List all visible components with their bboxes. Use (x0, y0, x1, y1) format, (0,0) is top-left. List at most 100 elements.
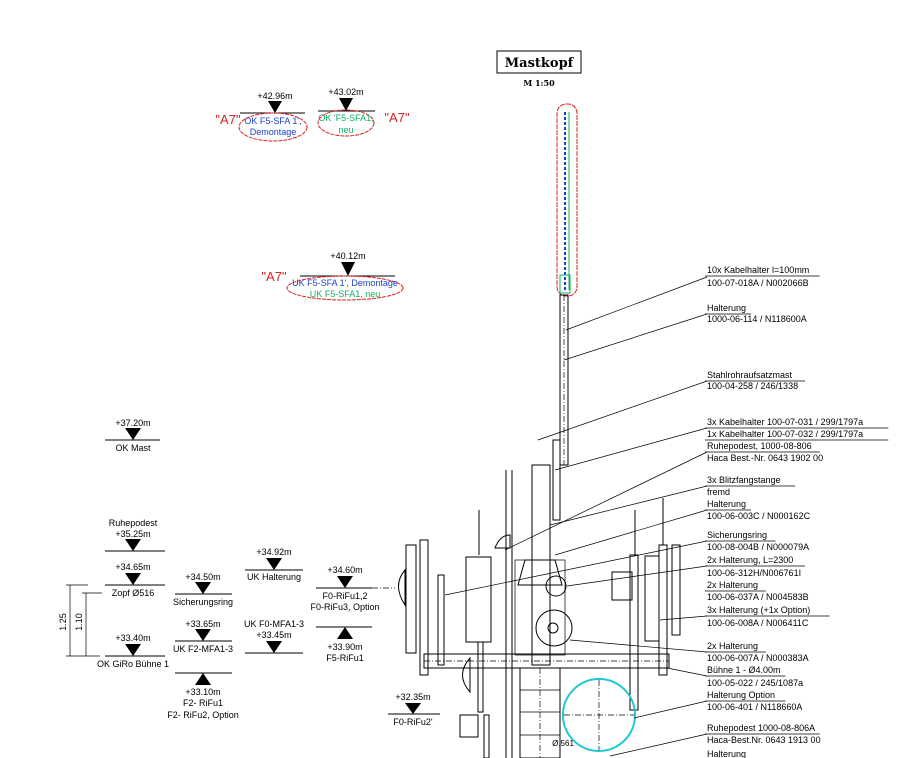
level-value: +33.65m (185, 619, 220, 629)
dimension-chain: 1.25 1.10 (58, 584, 102, 657)
level-value: +33.45m (256, 630, 291, 640)
level-marker-icon (266, 641, 282, 653)
callout-text: Halterung Option (707, 690, 775, 700)
level-ruhepodest: Ruhepodest +35.25m (105, 518, 165, 552)
level-label: F2- RiFu2, Option (167, 710, 239, 720)
dimension-inner: 1.10 (74, 613, 84, 631)
callout-text: 2x Halterung (707, 580, 758, 590)
level-value: +34.60m (327, 565, 362, 575)
level-label: F2- RiFu1 (183, 698, 223, 708)
level-f0-rifu: +34.60m F0-RiFu1,2 F0-RiFu3, Option (310, 565, 395, 612)
level-zopf: +34.65m Zopf Ø516 (105, 562, 165, 598)
callout-text: Stahlrohraufsatzmast (707, 370, 793, 380)
level-value: +35.25m (115, 529, 150, 539)
level-label: F5-RiFu1 (326, 653, 364, 663)
revision-tag: "A7" (215, 112, 241, 127)
revision-cloud (317, 109, 375, 137)
callout-text: 100-06-037A / N004583B (707, 592, 809, 602)
panel-antenna (465, 556, 492, 643)
mast-structure: Ø.561 (398, 103, 681, 758)
level-f0-rifu2: +32.35m F0-RiFu2' (388, 692, 440, 727)
level-label: F0-RiFu1,2 (322, 591, 367, 601)
title-frame (496, 50, 582, 74)
drawing-title: Mastkopf (505, 56, 575, 71)
level-label: UK F0-MFA1-3 (244, 619, 304, 629)
level-value: +34.92m (256, 547, 291, 557)
cloud-line: neu (338, 125, 353, 135)
callout-text: 3x Kabelhalter 100-07-031 / 299/1797a (707, 417, 863, 427)
level-label: Ruhepodest (109, 518, 158, 528)
level-uk-f0: UK F0-MFA1-3 +33.45m (244, 619, 304, 654)
level-marker-icon (125, 644, 141, 656)
drawing-scale: M 1:50 (523, 78, 555, 88)
level-label: F0-RiFu3, Option (310, 602, 379, 612)
callout-text: Haca-Best.Nr. 0643 1913 00 (707, 735, 821, 745)
level-marker-icon (405, 703, 421, 714)
level-label: Zopf Ø516 (112, 588, 155, 598)
level-ok-mast: +37.20m OK Mast (105, 418, 160, 453)
level-value: +33.10m (185, 687, 220, 697)
level-value: +37.20m (115, 418, 150, 428)
revision-cloud (286, 275, 404, 301)
revision-cloud-antenna (556, 103, 578, 297)
level-f2-rifu: +33.10m F2- RiFu1 F2- RiFu2, Option (167, 672, 239, 720)
title-block: Mastkopf M 1:50 (496, 50, 582, 88)
leader-lines (444, 276, 708, 757)
cloud-line: UK F5-SFA1, neu (310, 289, 381, 299)
level-value: +43.02m (328, 87, 363, 97)
callout-text: fremd (707, 487, 730, 497)
callout-text: 100-06-312H/N006761I (707, 568, 801, 578)
callout-text: 100-06-401 / N118660A (707, 702, 802, 712)
level-marker-up-icon (195, 673, 211, 685)
level-marker-icon (339, 98, 353, 111)
callout-text: 100-06-008A / N006411C (707, 618, 809, 628)
level-label: OK GiRo Bühne 1 (97, 659, 169, 669)
level-marker-icon (125, 573, 141, 585)
callout-text: 10x Kabelhalter l=100mm (707, 265, 809, 275)
callout-text: Halterung (707, 499, 746, 509)
callout-text: Ruhepodest, 1000-08-806 (707, 441, 812, 451)
level-f5-rifu: +33.90m F5-RiFu1 (316, 626, 372, 663)
level-sicherungsring: +34.50m Sicherungsring (173, 572, 233, 607)
callout-text: Bühne 1 - Ø4.00m (707, 665, 781, 675)
level-marker-icon (337, 576, 353, 588)
level-label: UK F2-MFA1-3 (173, 644, 233, 654)
level-value: +32.35m (395, 692, 430, 702)
callout-text: 100-07-018A / N002066B (707, 278, 809, 288)
callout-text: Sicherungsring (707, 530, 767, 540)
cloud-line: OK F5-SFA 1', (244, 116, 301, 126)
level-marker-icon (195, 582, 211, 594)
level-value: +34.50m (185, 572, 220, 582)
level-uk-halterung: +34.92m UK Halterung (245, 547, 303, 582)
level-giro: +33.40m OK GiRo Bühne 1 (97, 633, 169, 669)
callout-text: 1000-06-114 / N118600A (707, 314, 807, 324)
callout-text: Halterung (707, 303, 746, 313)
callout-text: 1x Kabelhalter 100-07-032 / 299/1797a (707, 429, 863, 439)
callout-text: 2x Halterung (707, 641, 758, 651)
callout-text: 100-08-004B / N000079A (707, 542, 809, 552)
cloud-line: OK 'F5-SFA1, (318, 113, 373, 123)
callout-text: 3x Halterung (+1x Option) (707, 605, 810, 615)
callout-text: 3x Blitzfangstange (707, 475, 781, 485)
cloud-line: UK F5-SFA 1', Demontage (292, 278, 398, 288)
diameter-label: Ø.561 (552, 739, 574, 748)
revision-cloud-40-12: +40.12m UK F5-SFA 1', Demontage UK F5-SF… (261, 251, 404, 301)
level-marker-icon (125, 428, 141, 440)
dimension-outer: 1.25 (58, 613, 68, 631)
level-value: +42.96m (257, 91, 292, 101)
revision-cloud-43-02: +43.02m OK 'F5-SFA1, neu "A7" (317, 87, 410, 137)
callout-text: 2x Halterung, L=2300 (707, 555, 793, 565)
revision-cloud-42-96: +42.96m OK F5-SFA 1', Demontage "A7" (215, 91, 308, 142)
revision-tag: "A7" (384, 110, 410, 125)
level-marker-icon (195, 629, 211, 641)
callout-text: 100-06-007A / N000383A (707, 653, 809, 663)
callout-text: Haca Best.-Nr. 0643 1902 00 (707, 453, 823, 463)
level-value: +40.12m (330, 251, 365, 261)
level-label: F0-RiFu2' (393, 717, 433, 727)
level-value: +33.40m (115, 633, 150, 643)
callout-text: 100-06-003C / N000162C (707, 511, 811, 521)
callout-text: 100-04-258 / 246/1338 (707, 381, 798, 391)
level-label: UK Halterung (247, 572, 301, 582)
level-value: +33.90m (327, 642, 362, 652)
